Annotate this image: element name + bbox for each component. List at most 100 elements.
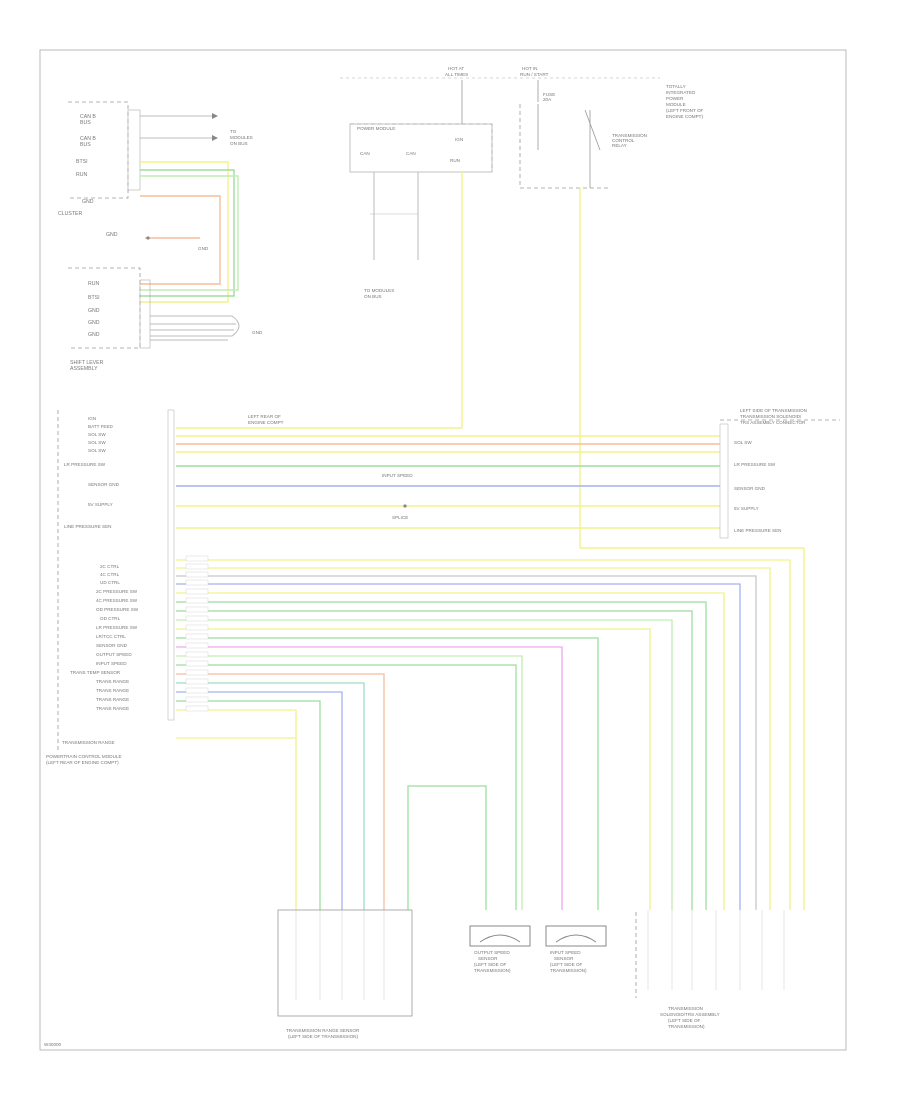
svg-text:GND: GND — [88, 308, 100, 314]
svg-text:BTSI: BTSI — [76, 159, 88, 165]
svg-text:5V SUPPLY: 5V SUPPLY — [734, 506, 759, 511]
svg-text:(LEFT SIDE OF: (LEFT SIDE OF — [550, 962, 583, 967]
svg-text:SENSOR GND: SENSOR GND — [96, 643, 128, 648]
svg-text:RUN: RUN — [76, 172, 87, 178]
svg-text:INPUT SPEED: INPUT SPEED — [550, 950, 581, 955]
svg-text:TRS ASSEMBLY CONNECTOR: TRS ASSEMBLY CONNECTOR — [740, 420, 806, 425]
transmission-solenoid-connector: TRANSMISSION SOLENOID/TRS ASSEMBLY (LEFT… — [635, 910, 785, 1029]
svg-text:BUS: BUS — [80, 142, 91, 148]
svg-text:SENSOR: SENSOR — [554, 956, 574, 961]
svg-text:BUS: BUS — [80, 120, 91, 126]
svg-text:SPLICE: SPLICE — [392, 515, 408, 520]
svg-text:20A: 20A — [543, 97, 552, 102]
svg-text:OUTPUT SPEED: OUTPUT SPEED — [96, 652, 132, 657]
svg-text:CAN B: CAN B — [80, 114, 96, 120]
svg-text:BATT FEED: BATT FEED — [88, 424, 114, 429]
svg-text:POWERTRAIN CONTROL MODULE: POWERTRAIN CONTROL MODULE — [46, 754, 122, 759]
svg-text:4C CTRL: 4C CTRL — [100, 572, 120, 577]
svg-text:TRANS RANGE: TRANS RANGE — [96, 679, 129, 684]
wire-color-tags — [185, 555, 209, 712]
pcm-lower-wires-sensor — [176, 673, 487, 910]
svg-text:CAN: CAN — [360, 151, 370, 156]
svg-text:SENSOR GND: SENSOR GND — [88, 482, 120, 487]
output-speed-sensor: OUTPUT SPEED SENSOR (LEFT SIDE OF TRANSM… — [469, 925, 531, 973]
svg-text:TRANSMISSION): TRANSMISSION) — [474, 968, 511, 973]
svg-text:ON BUS: ON BUS — [230, 141, 248, 146]
svg-text:ON BUS: ON BUS — [364, 294, 382, 299]
svg-text:HOT IN: HOT IN — [522, 66, 537, 71]
svg-text:CAN B: CAN B — [80, 136, 96, 142]
svg-text:IGN: IGN — [455, 137, 463, 142]
powertrain-control-module: POWERTRAIN CONTROL MODULE (LEFT REAR OF … — [46, 409, 175, 765]
svg-text:GND: GND — [106, 232, 118, 238]
svg-text:LR PRESSURE SW: LR PRESSURE SW — [96, 625, 138, 630]
power-module: POWER MODULE IGN CAN CAN RUN TO MODULES … — [349, 123, 493, 299]
svg-text:RUN: RUN — [88, 281, 99, 287]
svg-text:FUSE: FUSE — [543, 92, 555, 97]
svg-text:UD CTRL: UD CTRL — [100, 580, 120, 585]
svg-text:MODULE: MODULE — [666, 102, 686, 107]
cluster-bus-lines: TO MODULES ON BUS — [140, 113, 253, 146]
svg-text:OD CTRL: OD CTRL — [100, 616, 121, 621]
svg-text:ASSEMBLY: ASSEMBLY — [70, 366, 98, 372]
svg-text:TRANS RANGE: TRANS RANGE — [96, 688, 129, 693]
svg-text:MODULES: MODULES — [230, 135, 253, 140]
svg-text:SHIFT LEVER: SHIFT LEVER — [70, 360, 104, 366]
svg-text:RELAY: RELAY — [612, 143, 627, 148]
svg-text:INPUT SPEED: INPUT SPEED — [382, 473, 413, 478]
svg-text:TRANS RANGE: TRANS RANGE — [96, 706, 129, 711]
cluster-block: CAN B BUS CAN B BUS BTSI RUN GND CLUSTER — [58, 101, 141, 217]
svg-text:SOL SW: SOL SW — [734, 440, 752, 445]
svg-text:INPUT SPEED: INPUT SPEED — [96, 661, 127, 666]
svg-text:CAN: CAN — [406, 151, 416, 156]
top-vertical-wires — [461, 172, 805, 910]
diagram-frame — [39, 49, 847, 1051]
svg-text:(LEFT SIDE OF: (LEFT SIDE OF — [474, 962, 507, 967]
svg-text:SOL SW: SOL SW — [88, 448, 106, 453]
svg-text:TRANSMISSION RANGE: TRANSMISSION RANGE — [62, 740, 115, 745]
svg-text:GND: GND — [252, 330, 263, 335]
svg-text:RUN: RUN — [450, 158, 460, 163]
svg-text:ENGINE COMPT): ENGINE COMPT) — [666, 114, 703, 119]
svg-text:TRANS TEMP SENSOR: TRANS TEMP SENSOR — [70, 670, 121, 675]
svg-text:5V SUPPLY: 5V SUPPLY — [88, 502, 113, 507]
svg-text:TO: TO — [230, 129, 237, 134]
svg-text:(LEFT SIDE OF: (LEFT SIDE OF — [668, 1018, 701, 1023]
svg-text:CONTROL: CONTROL — [612, 138, 635, 143]
svg-text:LINE PRESSURE SEN: LINE PRESSURE SEN — [64, 524, 111, 529]
svg-text:INTEGRATED: INTEGRATED — [666, 90, 696, 95]
svg-text:SENSOR: SENSOR — [478, 956, 498, 961]
svg-text:LR PRESSURE SW: LR PRESSURE SW — [734, 462, 776, 467]
svg-text:IGN: IGN — [88, 416, 96, 421]
svg-text:SOL SW: SOL SW — [88, 432, 106, 437]
svg-text:TO MODULES: TO MODULES — [364, 288, 394, 293]
svg-text:(LEFT FRONT OF: (LEFT FRONT OF — [666, 108, 704, 113]
svg-text:LEFT REAR OF: LEFT REAR OF — [248, 414, 281, 419]
transmission-range-sensor: TRANSMISSION RANGE SENSOR (LEFT SIDE OF … — [277, 909, 413, 1039]
input-speed-sensor: INPUT SPEED SENSOR (LEFT SIDE OF TRANSMI… — [545, 925, 607, 973]
svg-text:LEFT SIDE OF TRANSMISSION: LEFT SIDE OF TRANSMISSION — [740, 408, 807, 413]
svg-text:GND: GND — [88, 320, 100, 326]
svg-text:BTSI: BTSI — [88, 295, 100, 301]
svg-text:OD PRESSURE SW: OD PRESSURE SW — [96, 607, 139, 612]
svg-text:LR/TCC CTRL: LR/TCC CTRL — [96, 634, 126, 639]
svg-text:HOT AT: HOT AT — [448, 66, 464, 71]
svg-text:TRANS RANGE: TRANS RANGE — [96, 697, 129, 702]
svg-text:ALL TIMES: ALL TIMES — [445, 72, 468, 77]
svg-text:4C PRESSURE SW: 4C PRESSURE SW — [96, 598, 138, 603]
pcm-upper-labels: IGN BATT FEED SOL SW SOL SW SOL SW LR PR… — [64, 416, 120, 529]
svg-text:GND: GND — [82, 199, 94, 205]
svg-text:POWER: POWER — [666, 96, 684, 101]
svg-text:SENSOR GND: SENSOR GND — [734, 486, 766, 491]
right-transmission-module: LEFT SIDE OF TRANSMISSION TRANSMISSION S… — [719, 408, 840, 539]
top-fuse-area: HOT AT ALL TIMES HOT IN RUN / START FUSE… — [340, 66, 660, 124]
svg-text:(LEFT SIDE OF TRANSMISSION): (LEFT SIDE OF TRANSMISSION) — [288, 1034, 358, 1039]
svg-text:TRANSMISSION): TRANSMISSION) — [668, 1024, 705, 1029]
svg-text:TRANSMISSION: TRANSMISSION — [668, 1006, 703, 1011]
svg-text:TRANSMISSION SOLENOID/: TRANSMISSION SOLENOID/ — [740, 414, 802, 419]
shifter-ground: GND GND — [106, 232, 209, 251]
svg-text:TRANSMISSION): TRANSMISSION) — [550, 968, 587, 973]
svg-text:2C PRESSURE SW: 2C PRESSURE SW — [96, 589, 138, 594]
svg-text:TRANSMISSION RANGE SENSOR: TRANSMISSION RANGE SENSOR — [286, 1028, 360, 1033]
